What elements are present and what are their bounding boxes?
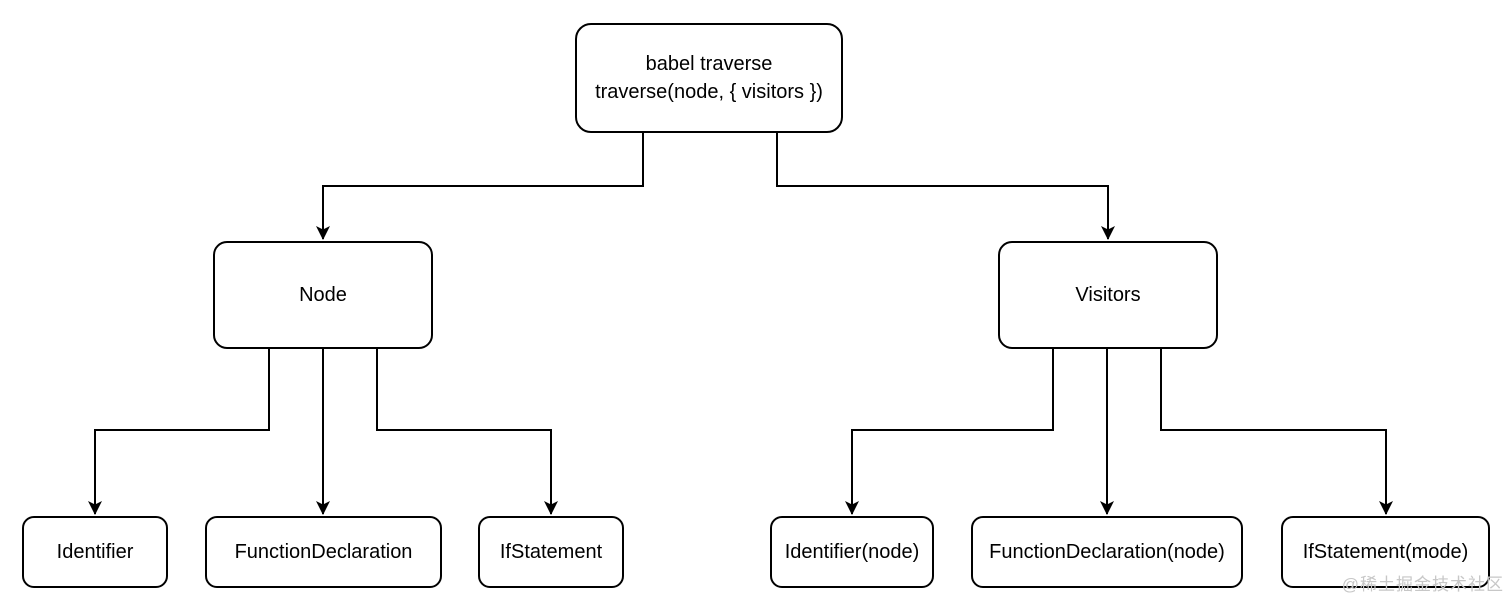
root-label-line2: traverse(node, { visitors }) <box>595 81 823 103</box>
function-declaration-node-label: FunctionDeclaration(node) <box>989 541 1225 563</box>
node-box-node: Node <box>213 241 433 349</box>
edge-node-to-identifier <box>88 349 270 515</box>
node-box-function-declaration: FunctionDeclaration <box>205 516 442 588</box>
watermark-text: @稀土掘金技术社区 <box>1341 575 1504 594</box>
node-box-function-declaration-node: FunctionDeclaration(node) <box>971 516 1243 588</box>
if-statement-mode-label: IfStatement(mode) <box>1302 541 1469 563</box>
function-declaration-label: FunctionDeclaration <box>234 541 413 563</box>
visitors-label: Visitors <box>1075 284 1141 306</box>
node-box-root: babel traverse traverse(node, { visitors… <box>575 23 843 133</box>
node-box-identifier: Identifier <box>22 516 168 588</box>
node-box-identifier-node: Identifier(node) <box>770 516 934 588</box>
edge-root-to-visitors <box>776 133 1115 240</box>
edge-visitors-to-identifier-node <box>845 349 1054 515</box>
node-label: Node <box>299 284 347 306</box>
node-box-if-statement-mode: IfStatement(mode) <box>1281 516 1490 588</box>
node-box-if-statement: IfStatement <box>478 516 624 588</box>
identifier-node-label: Identifier(node) <box>784 541 920 563</box>
node-box-visitors: Visitors <box>998 241 1218 349</box>
edge-visitors-to-ifstatement-mode <box>1160 349 1393 515</box>
edge-root-to-node <box>316 133 644 240</box>
root-label-line1: babel traverse <box>645 53 773 75</box>
identifier-label: Identifier <box>56 541 134 563</box>
if-statement-label: IfStatement <box>499 541 603 563</box>
edge-node-to-ifstatement <box>376 349 558 515</box>
